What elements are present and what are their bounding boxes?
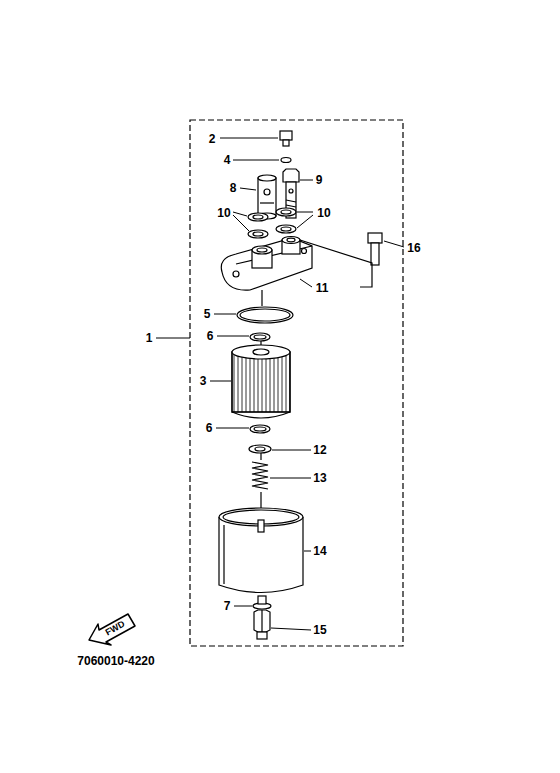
assembly-bracket bbox=[190, 120, 403, 646]
washer bbox=[281, 158, 291, 163]
spring bbox=[252, 462, 268, 489]
callout-number: 16 bbox=[407, 242, 420, 254]
callout-number: 12 bbox=[313, 444, 326, 456]
filter-cup bbox=[219, 508, 303, 593]
callout-number: 15 bbox=[313, 624, 326, 636]
callout-number: 1 bbox=[146, 332, 153, 344]
callout-number: 6 bbox=[206, 422, 213, 434]
axis-line bbox=[261, 290, 262, 306]
arrow-shape bbox=[89, 614, 135, 645]
callout-number: 4 bbox=[224, 154, 231, 166]
callout-number: 14 bbox=[313, 545, 326, 557]
leader-line bbox=[156, 138, 404, 630]
callout-number: 11 bbox=[316, 282, 329, 294]
callout-number: 7 bbox=[224, 600, 231, 612]
callout-number: 13 bbox=[313, 472, 326, 484]
bolt bbox=[280, 131, 292, 146]
gasket-washer bbox=[248, 208, 296, 238]
forward-arrow: FWD bbox=[86, 610, 138, 646]
union-joint bbox=[258, 175, 276, 219]
drawing-code: 7060010-4220 bbox=[77, 655, 154, 667]
filter-element bbox=[232, 345, 290, 418]
washer bbox=[249, 445, 271, 453]
callout-number: 6 bbox=[207, 330, 214, 342]
callout-number: 3 bbox=[200, 375, 207, 387]
callout-number: 9 bbox=[316, 174, 323, 186]
callout-number: 10 bbox=[317, 207, 330, 219]
axis-line bbox=[260, 453, 261, 460]
assembly-line bbox=[300, 240, 372, 287]
drain-plug bbox=[254, 596, 270, 639]
callout-number: 2 bbox=[209, 133, 216, 145]
callout-number: 10 bbox=[217, 207, 230, 219]
filter-housing bbox=[221, 237, 312, 291]
callout-number: 8 bbox=[230, 182, 237, 194]
mounting-bolt bbox=[368, 233, 382, 265]
o-ring bbox=[237, 307, 293, 323]
callout-number: 5 bbox=[204, 308, 211, 320]
